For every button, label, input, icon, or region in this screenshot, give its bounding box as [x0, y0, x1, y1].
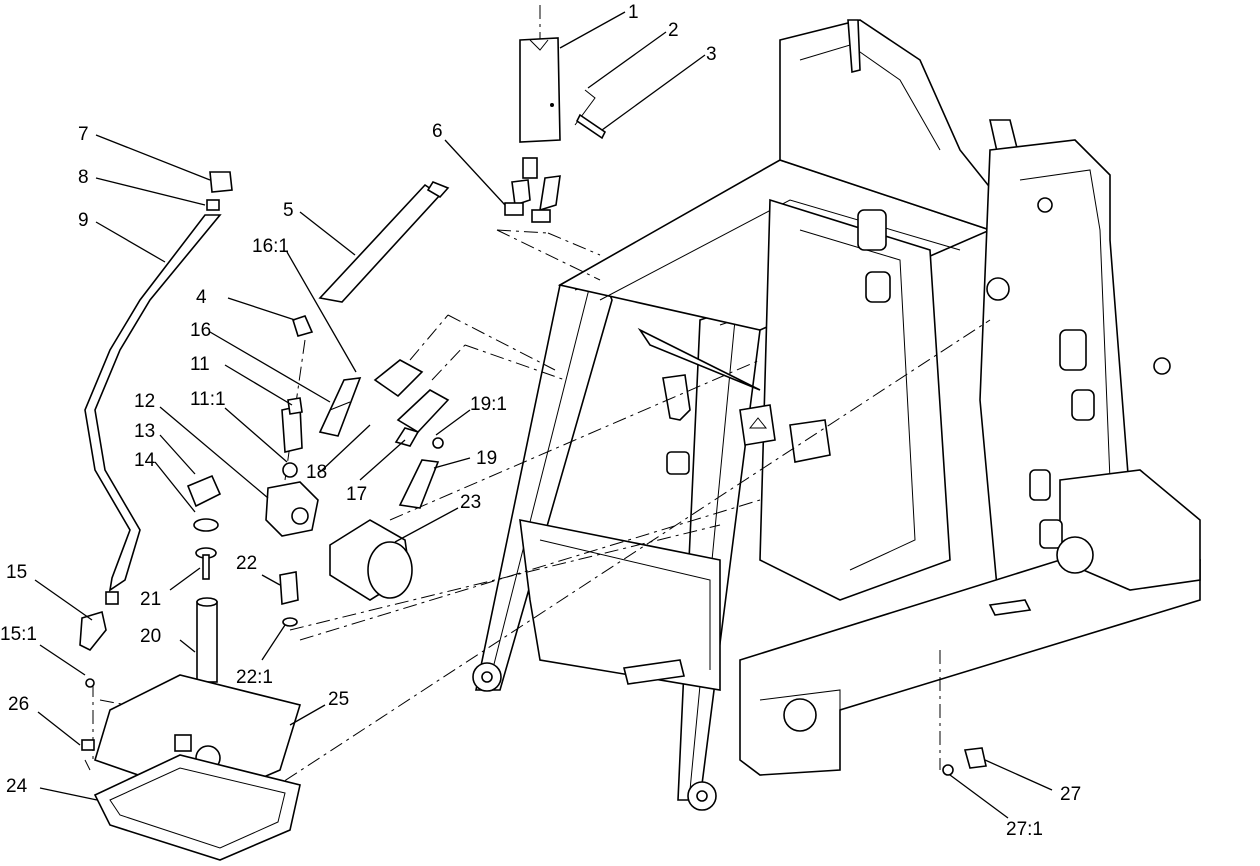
callout-leaders: [34, 11, 1053, 819]
callout-26: 26: [8, 694, 29, 715]
callout-8: 8: [78, 167, 89, 188]
callout-3: 3: [706, 44, 717, 65]
callout-15-1: 15:1: [0, 624, 37, 645]
callout-27: 27: [1060, 784, 1081, 805]
callout-16-1: 16:1: [252, 236, 289, 257]
callout-22: 22: [236, 553, 257, 574]
callout-4: 4: [196, 287, 207, 308]
main-frame: [472, 19, 1202, 811]
callout-6: 6: [432, 121, 443, 142]
callout-1: 1: [628, 2, 639, 23]
callout-12: 12: [134, 391, 155, 412]
callout-19: 19: [476, 448, 497, 469]
callout-13: 13: [134, 421, 155, 442]
callout-18: 18: [306, 462, 327, 483]
callout-21: 21: [140, 589, 161, 610]
callout-labels: 1 2 3 4 5 6 7 8 9 11 11:1 12 13 14 15 15…: [0, 2, 1081, 840]
callout-11-1: 11:1: [190, 389, 226, 410]
callout-22-1: 22:1: [236, 667, 273, 688]
callout-19-1: 19:1: [470, 394, 507, 415]
callout-2: 2: [668, 20, 679, 41]
callout-24: 24: [6, 776, 28, 797]
callout-17: 17: [346, 484, 367, 505]
callout-7: 7: [78, 124, 89, 145]
callout-9: 9: [78, 210, 89, 231]
callout-5: 5: [283, 200, 294, 221]
callout-11: 11: [190, 354, 210, 375]
callout-16: 16: [190, 320, 211, 341]
callout-14: 14: [134, 450, 156, 471]
callout-27-1: 27:1: [1006, 819, 1043, 840]
callout-23: 23: [460, 492, 481, 513]
callout-25: 25: [328, 689, 349, 710]
callout-20: 20: [140, 626, 161, 647]
loose-parts: [79, 37, 987, 861]
callout-15: 15: [6, 562, 27, 583]
